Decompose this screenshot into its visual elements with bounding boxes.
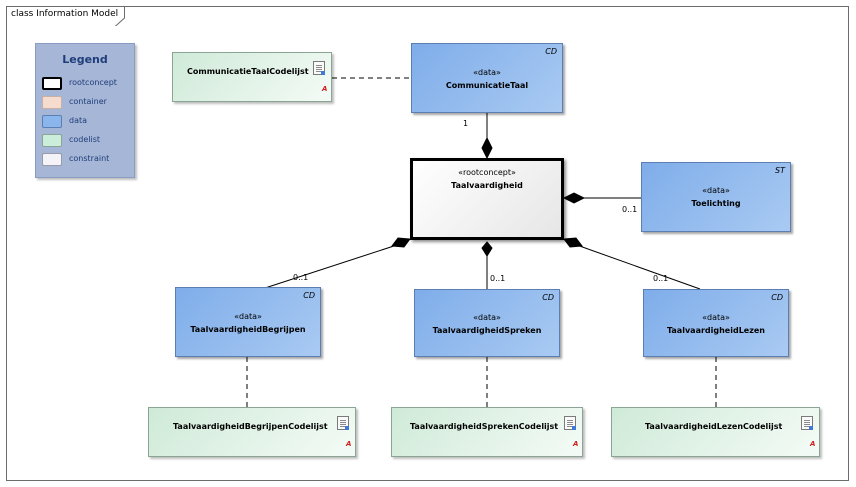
codelist-name: TaalvaardigheidLezenCodelijst <box>645 422 783 431</box>
multiplicity-lezen: 0..1 <box>653 274 669 283</box>
class-toelichting[interactable]: ST «data» Toelichting <box>641 162 791 232</box>
multiplicity-spreken: 0..1 <box>490 274 506 283</box>
abstract-mark: A <box>322 85 328 93</box>
document-icon <box>801 416 813 430</box>
class-stereotype: «rootconcept» <box>458 168 516 177</box>
multiplicity-communicatie-taal: 1 <box>463 119 469 128</box>
legend-label: data <box>69 116 88 125</box>
legend-swatch-codelist <box>42 134 62 147</box>
abstract-mark: A <box>810 440 816 448</box>
legend-swatch-constraint <box>42 153 62 166</box>
document-icon <box>337 416 349 430</box>
legend-label: codelist <box>69 135 101 144</box>
class-communicatie-taal[interactable]: CD «data» CommunicatieTaal <box>411 43 563 113</box>
codelist-name: TaalvaardigheidBegrijpenCodelijst <box>173 422 328 431</box>
class-stereotype: «data» <box>473 313 501 322</box>
legend-swatch-container <box>42 96 62 109</box>
class-tag: ST <box>775 166 785 175</box>
legend-label: container <box>69 97 107 106</box>
codelist-communicatie-taal[interactable]: CommunicatieTaalCodelijst A <box>172 52 332 102</box>
class-stereotype: «data» <box>702 186 730 195</box>
codelist-lezen[interactable]: TaalvaardigheidLezenCodelijst A <box>611 407 820 457</box>
class-taalvaardigheid-spreken[interactable]: CD «data» TaalvaardigheidSpreken <box>414 289 560 357</box>
document-icon <box>564 416 576 430</box>
class-name: TaalvaardigheidLezen <box>666 326 765 335</box>
abstract-mark: A <box>573 440 579 448</box>
composition-lezen <box>573 243 701 290</box>
class-taalvaardigheid[interactable]: «rootconcept» Taalvaardigheid <box>410 158 564 240</box>
class-name: TaalvaardigheidBegrijpen <box>190 325 306 334</box>
legend-swatch-rootconcept <box>42 77 62 90</box>
diamond-communicatie-taal <box>481 136 493 160</box>
class-tag: CD <box>771 293 783 302</box>
class-name: Taalvaardigheid <box>451 181 523 190</box>
diamond-begrijpen <box>391 237 411 248</box>
class-stereotype: «data» <box>702 313 730 322</box>
codelist-name: CommunicatieTaalCodelijst <box>187 67 309 76</box>
diagram-frame <box>6 6 849 481</box>
diamond-lezen <box>563 237 583 248</box>
abstract-mark: A <box>346 440 352 448</box>
multiplicity-toelichting: 0..1 <box>622 205 638 214</box>
legend: Legend rootconcept container data codeli… <box>35 43 135 178</box>
legend-label: rootconcept <box>69 78 117 87</box>
class-taalvaardigheid-lezen[interactable]: CD «data» TaalvaardigheidLezen <box>643 289 789 357</box>
class-name: CommunicatieTaal <box>445 81 529 90</box>
class-tag: CD <box>303 291 315 300</box>
frame-title-tab <box>6 6 125 26</box>
codelist-begrijpen[interactable]: TaalvaardigheidBegrijpenCodelijst A <box>148 407 356 457</box>
legend-swatch-data <box>42 115 62 128</box>
class-tag: CD <box>542 293 554 302</box>
legend-title: Legend <box>62 53 108 66</box>
codelist-name: TaalvaardigheidSprekenCodelijst <box>410 422 559 431</box>
class-stereotype: «data» <box>234 312 262 321</box>
class-taalvaardigheid-begrijpen[interactable]: CD «data» TaalvaardigheidBegrijpen <box>175 287 321 357</box>
multiplicity-begrijpen: 0..1 <box>293 273 309 282</box>
diamond-toelichting <box>562 192 586 204</box>
codelist-spreken[interactable]: TaalvaardigheidSprekenCodelijst A <box>391 407 583 457</box>
frame-title: class Information Model <box>11 9 119 19</box>
legend-label: constraint <box>69 154 110 163</box>
class-stereotype: «data» <box>473 68 501 77</box>
document-icon <box>313 61 325 75</box>
class-name: TaalvaardigheidSpreken <box>432 326 542 335</box>
composition-begrijpen <box>261 243 401 290</box>
class-tag: CD <box>545 47 557 56</box>
class-name: Toelichting <box>691 199 741 208</box>
diamond-spreken <box>481 241 493 257</box>
